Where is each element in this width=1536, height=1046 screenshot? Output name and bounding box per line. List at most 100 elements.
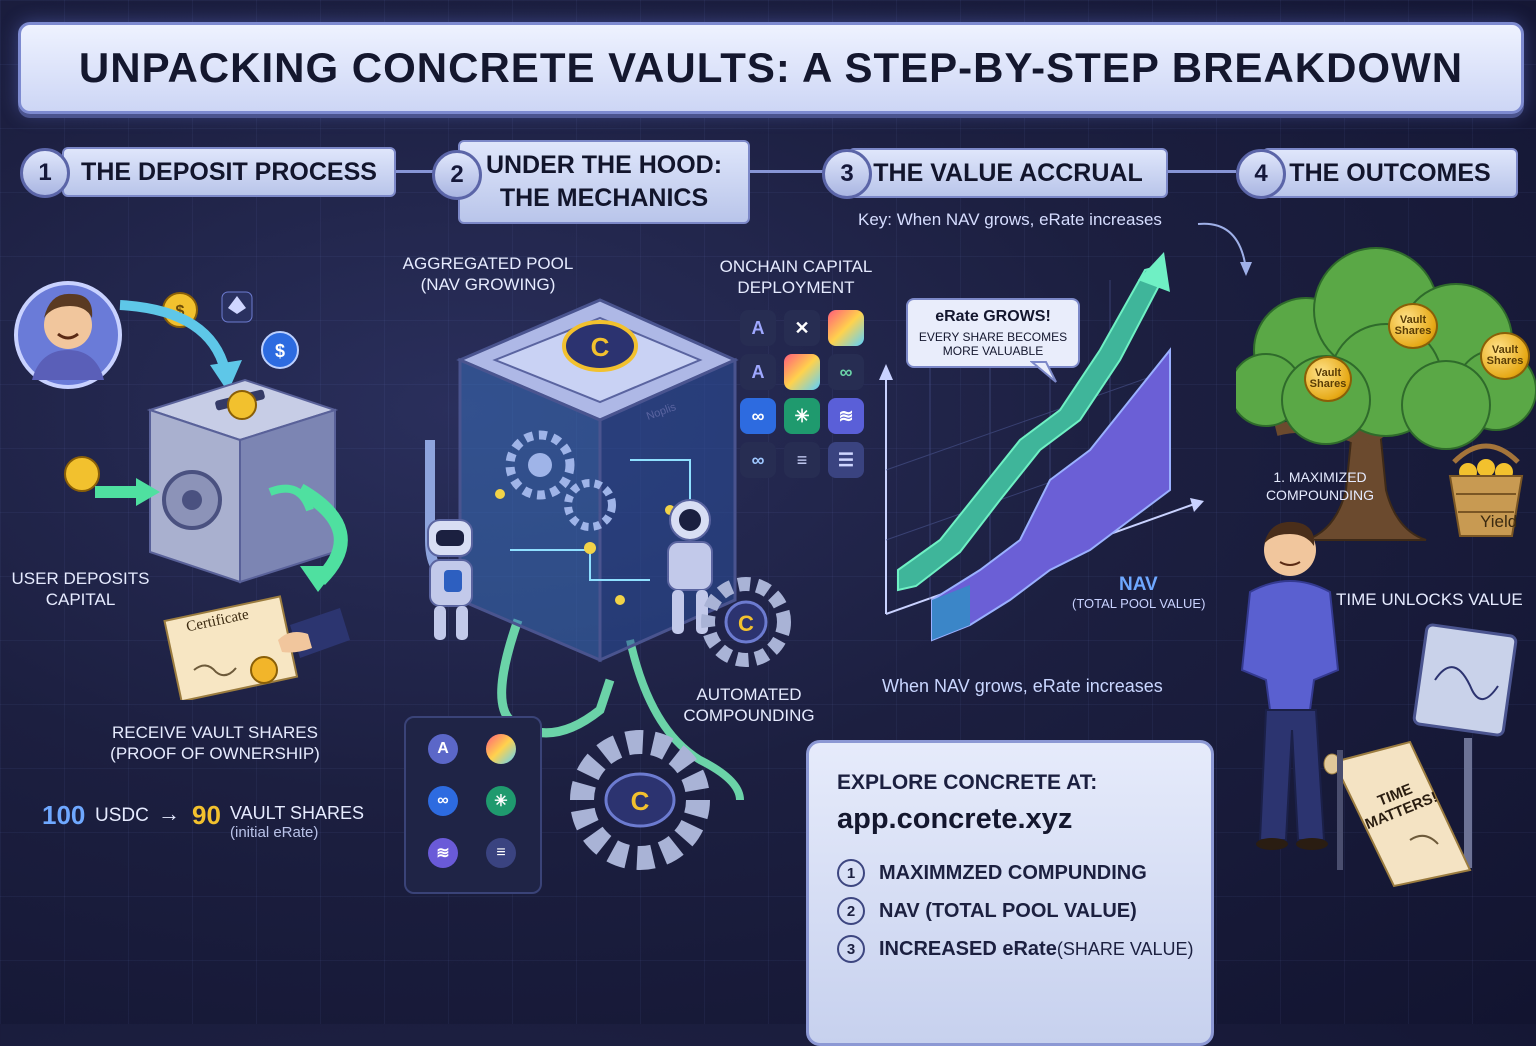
caption-line: 1. MAXIMIZED bbox=[1273, 469, 1367, 485]
coin-label: Shares bbox=[1309, 378, 1347, 390]
layers-icon: ☰ bbox=[828, 442, 864, 478]
user-avatar-icon bbox=[14, 281, 122, 389]
time-scroll-icon bbox=[1323, 740, 1472, 888]
protocol-panel: A ∞ ✳ ≋ ≡ bbox=[404, 716, 542, 894]
aggregated-pool-caption: AGGREGATED POOL (NAV GROWING) bbox=[398, 253, 578, 295]
erate-speech-bubble: eRate GROWS! EVERY SHARE BECOMES MORE VA… bbox=[906, 298, 1080, 368]
item-number: 1 bbox=[837, 859, 865, 887]
chart-sign-icon bbox=[1412, 623, 1518, 868]
svg-text:C: C bbox=[591, 332, 610, 362]
bubble-line: EVERY SHARE BECOMES bbox=[918, 330, 1068, 344]
chain-icon: ∞ bbox=[428, 786, 458, 816]
nav-ribbon bbox=[931, 347, 1171, 642]
glasses-icon: ∞ bbox=[740, 442, 776, 478]
time-unlocks-caption: TIME UNLOCKS VALUE bbox=[1336, 590, 1523, 609]
person-icon bbox=[1240, 521, 1340, 850]
svg-text:C: C bbox=[738, 611, 754, 636]
stack-icon: ≡ bbox=[486, 838, 516, 868]
caption-line: CAPITAL bbox=[45, 590, 116, 609]
coin-label: Vault bbox=[1399, 314, 1427, 326]
svg-text:$: $ bbox=[275, 341, 285, 361]
explore-item-2: 2 NAV (TOTAL POOL VALUE) bbox=[837, 897, 1137, 925]
step-number-text: 3 bbox=[840, 160, 854, 187]
step-3-text: THE VALUE ACCRUAL bbox=[873, 158, 1143, 187]
key-note: Key: When NAV grows, eRate increases bbox=[858, 210, 1162, 229]
swap-icon: ≋ bbox=[828, 398, 864, 434]
stack-icon: ≡ bbox=[784, 442, 820, 478]
user-deposits-caption: USER DEPOSITS CAPITAL bbox=[8, 568, 153, 610]
bubble-title: eRate GROWS! bbox=[935, 308, 1051, 325]
swap-icon: ≋ bbox=[428, 838, 458, 868]
coin-label: Shares bbox=[1486, 355, 1524, 367]
caption-line: COMPOUNDING bbox=[1265, 487, 1375, 503]
coin-icon bbox=[64, 456, 100, 492]
caption-line: DEPLOYMENT bbox=[737, 278, 855, 297]
step-number-text: 1 bbox=[38, 159, 52, 186]
aave-icon: A bbox=[740, 310, 776, 346]
step-number-text: 2 bbox=[450, 161, 464, 188]
rate-note: (initial eRate) bbox=[230, 824, 319, 841]
plant-icon: ✳ bbox=[486, 786, 516, 816]
conversion-example: 100 USDC → 90 VAULT SHARES (initial eRat… bbox=[40, 798, 380, 848]
caption-line: RECEIVE VAULT SHARES bbox=[112, 723, 318, 742]
coin-label: Vault bbox=[1491, 344, 1519, 356]
explore-heading: EXPLORE CONCRETE AT: bbox=[837, 771, 1098, 794]
caption-line: (NAV GROWING) bbox=[420, 275, 556, 294]
step-2-text-line1: UNDER THE HOOD: bbox=[485, 151, 723, 179]
rainbow-icon bbox=[486, 734, 516, 764]
automated-compounding-caption: AUTOMATED COMPOUNDING bbox=[676, 684, 822, 726]
deposit-illustration: $ $ bbox=[14, 281, 350, 700]
deposit-arrow-icon bbox=[119, 300, 230, 372]
explore-item-3: 3 INCREASED eRate (SHARE VALUE) bbox=[837, 935, 1194, 963]
robot-icon bbox=[427, 519, 473, 640]
item-text: NAV (TOTAL POOL VALUE) bbox=[879, 899, 1137, 922]
arrow-icon: → bbox=[158, 801, 180, 826]
nav-sublabel: (TOTAL POOL VALUE) bbox=[1072, 596, 1206, 611]
caption-line: (PROOF OF OWNERSHIP) bbox=[110, 744, 320, 763]
aave-icon: A bbox=[740, 354, 776, 390]
compounding-caption: 1. MAXIMIZED COMPOUNDING bbox=[1250, 468, 1390, 504]
yield-label: Yield bbox=[1480, 512, 1518, 531]
step-number-text: 4 bbox=[1254, 160, 1268, 187]
title-banner: UNPACKING CONCRETE VAULTS: A STEP-BY-STE… bbox=[18, 22, 1524, 114]
item-text-rest: (SHARE VALUE) bbox=[1056, 938, 1194, 959]
step-2-number: 2 bbox=[432, 150, 482, 200]
key-arrow-icon bbox=[1197, 222, 1252, 276]
step-2-label: UNDER THE HOOD: THE MECHANICS bbox=[458, 140, 750, 224]
step-2-text-line2: THE MECHANICS bbox=[499, 184, 709, 212]
item-text: MAXIMMZED COMPUNDING bbox=[879, 861, 1147, 884]
step-connector bbox=[1166, 170, 1236, 173]
step-1-text: THE DEPOSIT PROCESS bbox=[81, 157, 377, 186]
astronaut-robot-icon bbox=[667, 499, 713, 634]
certificate-icon bbox=[163, 595, 350, 700]
bubble-tail bbox=[1030, 361, 1057, 383]
caption-line: AUTOMATED bbox=[696, 685, 802, 704]
step-1-number: 1 bbox=[20, 148, 70, 198]
explore-panel: EXPLORE CONCRETE AT: app.concrete.xyz 1 … bbox=[806, 740, 1214, 1046]
step-3-number: 3 bbox=[822, 149, 872, 199]
svg-text:C: C bbox=[631, 786, 650, 816]
onchain-deployment-caption: ONCHAIN CAPITAL DEPLOYMENT bbox=[706, 256, 886, 298]
caption-line: USER DEPOSITS bbox=[11, 569, 150, 588]
item-number: 3 bbox=[837, 935, 865, 963]
gear-icon bbox=[505, 430, 616, 531]
bubble-line: MORE VALUABLE bbox=[942, 344, 1044, 358]
coin-label: Vault bbox=[1314, 367, 1342, 379]
step-4-number: 4 bbox=[1236, 149, 1286, 199]
amount-out-unit: VAULT SHARES bbox=[230, 803, 365, 823]
step-4-text: THE OUTCOMES bbox=[1289, 158, 1491, 187]
caption-line: COMPOUNDING bbox=[683, 706, 815, 725]
explore-url[interactable]: app.concrete.xyz bbox=[837, 803, 1073, 835]
page-title: UNPACKING CONCRETE VAULTS: A STEP-BY-STE… bbox=[78, 44, 1464, 91]
chain-icon: ∞ bbox=[740, 398, 776, 434]
step-1-label: THE DEPOSIT PROCESS bbox=[62, 147, 396, 197]
basket-icon bbox=[1448, 443, 1524, 537]
dollar-coin-icon: $ bbox=[261, 331, 299, 369]
person-and-sign-illustration bbox=[1240, 521, 1518, 888]
nav-label: NAV bbox=[1119, 574, 1158, 595]
amount-in-unit: USDC bbox=[95, 805, 149, 826]
coin-label: Shares bbox=[1394, 325, 1432, 337]
rainbow-icon bbox=[784, 354, 820, 390]
